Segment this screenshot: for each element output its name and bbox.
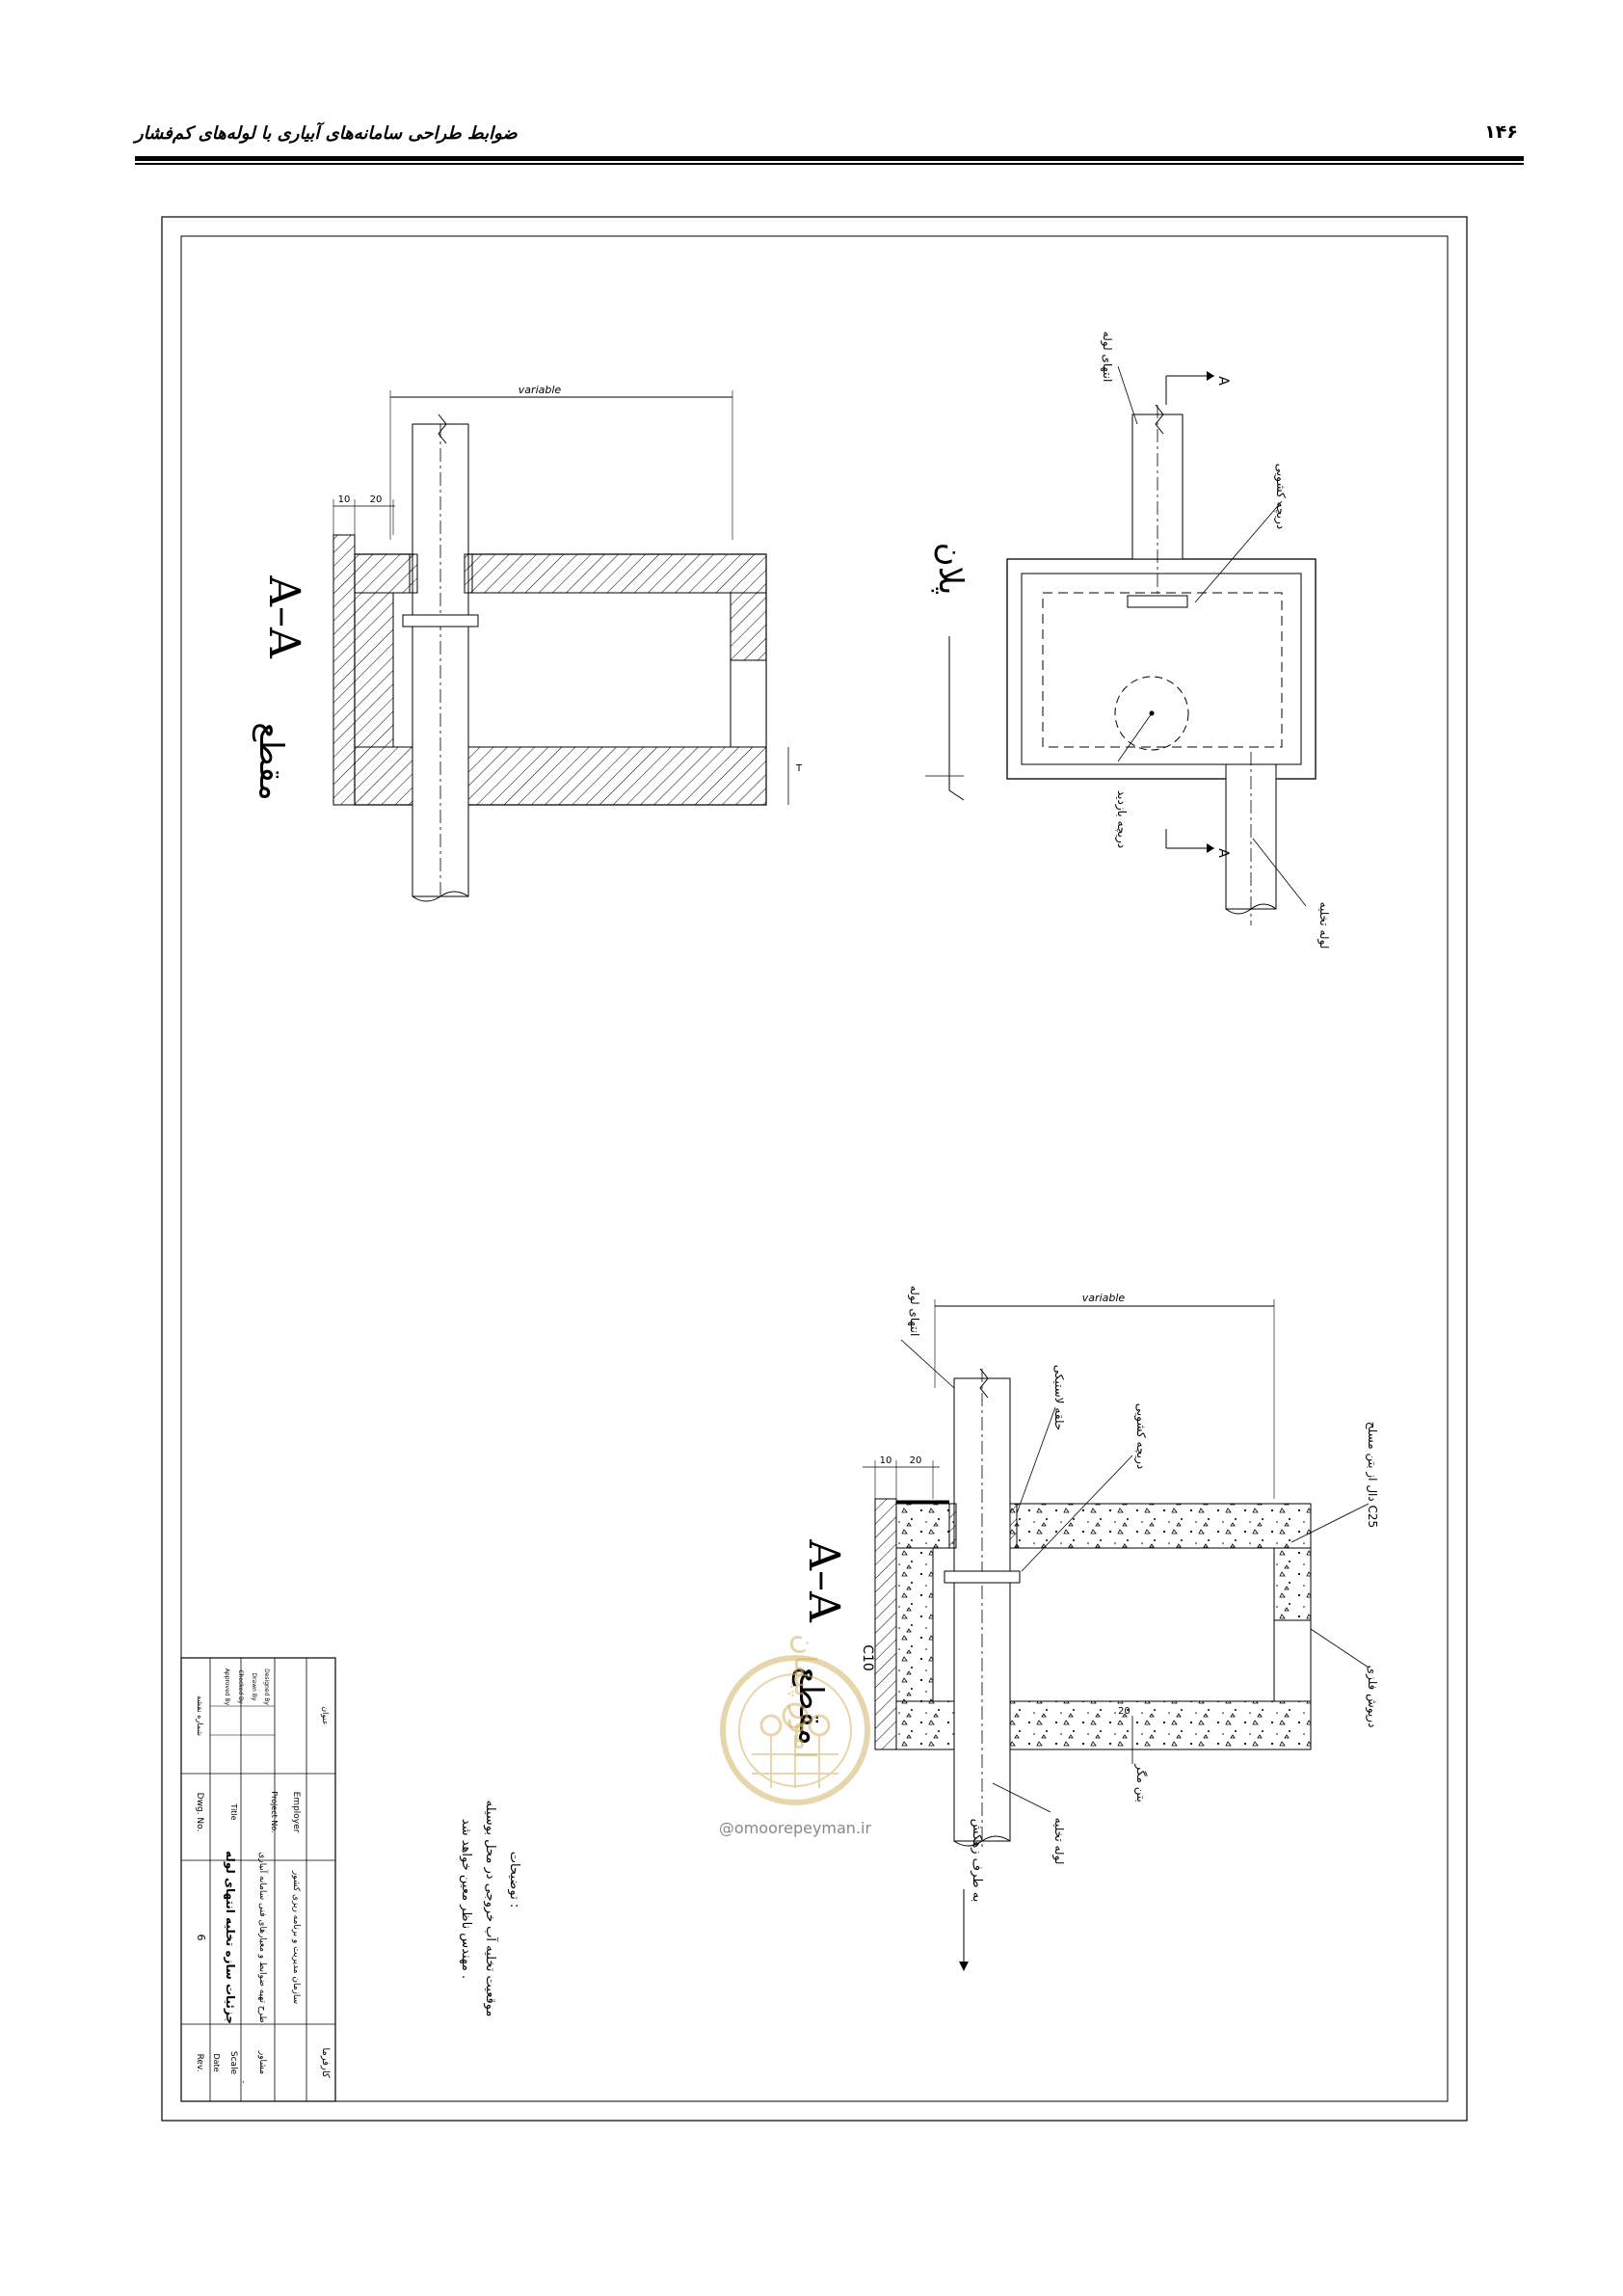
tb-employer-value: سازمان مدیریت و برنامه ریزی کشور [291,1870,301,2004]
tb-rev-label: Rev. [195,2054,204,2072]
header-title: ضوابط طراحی سامانه‌های آبیاری با لوله‌ها… [135,123,518,144]
plan-label-outlet: دریچه بازدید [1114,790,1129,848]
section-top-dim-variable: variable [519,384,562,396]
tb-drawing-no: 6 [195,1935,207,1941]
page-number: ۱۴۶ [1484,121,1518,143]
section-bottom-title: A–A [799,1538,848,1623]
tb-sheet-label: شماره نقشه [196,1695,204,1736]
watermark-text: @omoorepeyman.ir [719,1819,872,1837]
plan-section-mark-top: A [1215,376,1231,386]
inner-frame [180,235,1449,2102]
section-bottom-dim-10: 10 [880,1455,892,1466]
tb-plan-title-label: عنوان [321,1706,330,1724]
page-header: ضوابط طراحی سامانه‌های آبیاری با لوله‌ها… [125,114,1528,152]
section-bottom-dim-variable: variable [1082,1292,1126,1304]
tb-project-label: Project No. [270,1791,279,1832]
tb-drawn-label: Drawn By [251,1672,257,1700]
section-bottom-label-gate: دریچه کشویی [1133,1403,1148,1469]
watermark-seal [720,1655,870,1805]
section-bottom-label-c10: C10 [860,1644,875,1671]
plan-section-mark-bottom: A [1215,848,1231,858]
tb-employer-label: Employer [291,1792,301,1833]
notes-line2: مهندس ناظر معین خواهد شد . [459,1819,473,1979]
section-top-dim-20: 20 [370,494,383,505]
section-top-dim-10: 10 [338,494,351,505]
section-bottom-label-plain-concrete: بتن مگر [1133,1763,1148,1802]
tb-project-value: طرح تهیه ضوابط و معیارهای فنی سامانه آبی… [257,1852,269,2022]
tb-title-label: Title [229,1802,238,1820]
watermark-seal-text: امور پیمان [787,1634,821,1759]
plan-label-inlet: انتهای لوله [1100,332,1114,383]
section-bottom-label-drain: لوله تخلیه [1051,1818,1066,1865]
tb-checked-label: Checked By [237,1669,244,1704]
section-bottom-dim-20: 20 [910,1455,922,1466]
tb-scale-value: - [239,2081,248,2084]
section-bottom-label-to-drain: به طرف زهکش [970,1819,984,1903]
section-bottom-dim-20b: 20 [1118,1706,1131,1717]
notes-line1: موقعیت تخلیه آب خروجی در محل بوسیله [483,1801,499,2017]
section-top [333,390,789,902]
tb-scale-label: Scale [228,2051,238,2075]
plan-title: پلان [931,543,970,596]
section-top-subtitle: مقطع [252,722,290,800]
plan-view [925,365,1317,925]
header-rule [135,156,1524,161]
section-top-title: A–A [259,574,308,659]
section-bottom-label-cover: درپوش فلزی [1365,1666,1379,1728]
section-bottom-label-ring: حلقه لاستیکی [1052,1365,1066,1430]
tb-approved-label: Approved By [224,1669,230,1706]
tb-date-label: Date [212,2053,221,2071]
plan-label-drain: لوله تخلیه [1317,902,1331,949]
section-bottom-label-concrete: دال از بتن مسلح C25 [1365,1422,1379,1528]
tb-drawing-no-label: Dwg. No. [195,1793,204,1832]
tb-client-label: کارفرما [320,2047,331,2078]
tb-consultant-label: مشاور [257,2050,267,2074]
tb-title-value: جزئیات سازه تخلیه انتهای لوله [223,1851,237,2024]
section-bottom-label-inlet: انتهای لوله [907,1286,921,1337]
tb-designed-label: Designed By [263,1669,270,1705]
section-bottom [863,1299,1370,1971]
outer-frame [161,216,1468,2122]
notes-heading: توضیحات : [507,1852,521,1908]
section-top-dim-t: T [795,763,803,774]
title-block [180,1657,336,2102]
header-rule-thin [135,163,1524,165]
plan-label-gate: دریچه کشویی [1273,464,1288,529]
